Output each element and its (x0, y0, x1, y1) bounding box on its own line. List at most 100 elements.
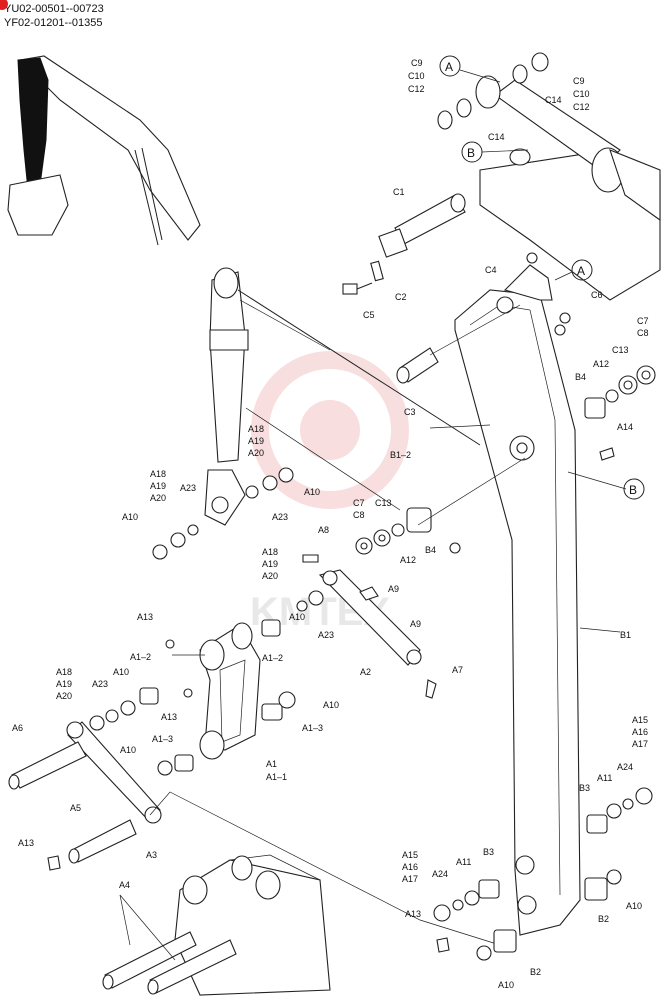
label-a1: A1 (266, 759, 277, 769)
label-a10: A10 (323, 700, 339, 710)
label-c7: C7 (353, 498, 365, 508)
label-c13: C13 (612, 345, 629, 355)
label-a10: A10 (626, 901, 642, 911)
label-a19: A19 (56, 679, 72, 689)
bucket-cylinder (204, 267, 481, 526)
label-c12: C12 (408, 84, 425, 94)
bushings-right-lower (584, 787, 653, 901)
label-a1-2: A1–2 (130, 652, 151, 662)
label-b4: B4 (575, 372, 586, 382)
plate-c2 (370, 260, 384, 282)
leader-lines (119, 69, 627, 961)
link-a3 (66, 721, 162, 824)
label-b3: B3 (579, 783, 590, 793)
label-b4: B4 (425, 545, 436, 555)
label-c4: C4 (485, 265, 497, 275)
label-c5: C5 (363, 310, 375, 320)
label-a10: A10 (304, 487, 320, 497)
leader-bracket (149, 791, 501, 946)
arm-b1 (449, 264, 581, 936)
svg-text:B: B (467, 146, 475, 160)
label-a10: A10 (289, 612, 305, 622)
label-a10: A10 (122, 512, 138, 522)
label-c8: C8 (637, 328, 649, 338)
label-b3: B3 (483, 847, 494, 857)
label-a23: A23 (272, 512, 288, 522)
boom-assembly (475, 75, 661, 301)
label-a18: A18 (248, 424, 264, 434)
link-a2 (296, 554, 437, 699)
watermark-logo (251, 351, 409, 509)
label-c1: C1 (393, 187, 405, 197)
label-a19: A19 (262, 559, 278, 569)
label-a13: A13 (161, 712, 177, 722)
fitting-a13-lower (47, 855, 61, 871)
bucket-bracket (102, 854, 331, 996)
label-a9: A9 (410, 619, 421, 629)
label-a24: A24 (432, 869, 448, 879)
label-a11: A11 (456, 857, 471, 867)
callout-a-top: A (439, 55, 461, 77)
serial-range-2: YF02-01201--01355 (4, 17, 103, 29)
label-a23: A23 (180, 483, 196, 493)
label-a9: A9 (388, 584, 399, 594)
label-a1-3: A1–3 (302, 723, 323, 733)
label-a11: A11 (597, 773, 612, 783)
label-c8: C8 (353, 510, 365, 520)
part-labels: C9 C10 C12 C9 C10 C12 C14 C14 C1 C2 C4 C… (12, 58, 649, 990)
washers-middle (355, 507, 432, 555)
label-a16: A16 (632, 727, 648, 737)
label-a15: A15 (632, 715, 648, 725)
serial-range-1: YU02-00501--00723 (4, 3, 104, 15)
label-b1-2: B1–2 (390, 450, 411, 460)
svg-text:A: A (445, 60, 453, 74)
label-c14: C14 (545, 95, 562, 105)
pin-a6 (8, 741, 87, 790)
label-a13: A13 (18, 838, 34, 848)
pin-a5 (68, 819, 137, 864)
label-a10: A10 (498, 980, 514, 990)
washers-top-right (437, 52, 571, 336)
label-a23: A23 (318, 630, 334, 640)
label-a6: A6 (12, 723, 23, 733)
label-a19: A19 (248, 436, 264, 446)
label-a20: A20 (248, 448, 264, 458)
label-a10: A10 (120, 745, 136, 755)
label-a18: A18 (150, 469, 166, 479)
bushings-bottom (433, 879, 517, 961)
svg-text:B: B (629, 483, 637, 497)
label-a4: A4 (119, 880, 130, 890)
label-c14: C14 (488, 132, 505, 142)
label-a1-1: A1–1 (266, 772, 287, 782)
grease-fitting-a14 (599, 447, 615, 461)
label-a17: A17 (402, 874, 418, 884)
label-a10: A10 (113, 667, 129, 677)
label-c12: C12 (573, 102, 590, 112)
label-c9: C9 (573, 76, 585, 86)
callout-b-right: B (623, 478, 645, 500)
label-b1: B1 (620, 630, 631, 640)
label-a14: A14 (617, 422, 633, 432)
label-a20: A20 (262, 571, 278, 581)
washers-cylinder (152, 467, 294, 560)
label-c6: C6 (591, 290, 603, 300)
label-c2: C2 (395, 292, 407, 302)
pin-c3 (396, 347, 439, 384)
label-a1-3: A1–3 (152, 734, 173, 744)
callout-a-right: A (571, 259, 593, 281)
label-b2: B2 (530, 967, 541, 977)
label-a19: A19 (150, 481, 166, 491)
label-c9: C9 (411, 58, 423, 68)
corner-marker-icon (0, 0, 8, 10)
label-a3: A3 (146, 850, 157, 860)
label-a18: A18 (56, 667, 72, 677)
label-a1-2: A1–2 (262, 653, 283, 663)
label-a23: A23 (92, 679, 108, 689)
label-c10: C10 (408, 71, 425, 81)
link-a1 (89, 619, 296, 776)
label-a12: A12 (400, 555, 416, 565)
fitting-a9 (359, 586, 379, 601)
label-a12: A12 (593, 359, 609, 369)
pin-c1 (378, 193, 466, 258)
